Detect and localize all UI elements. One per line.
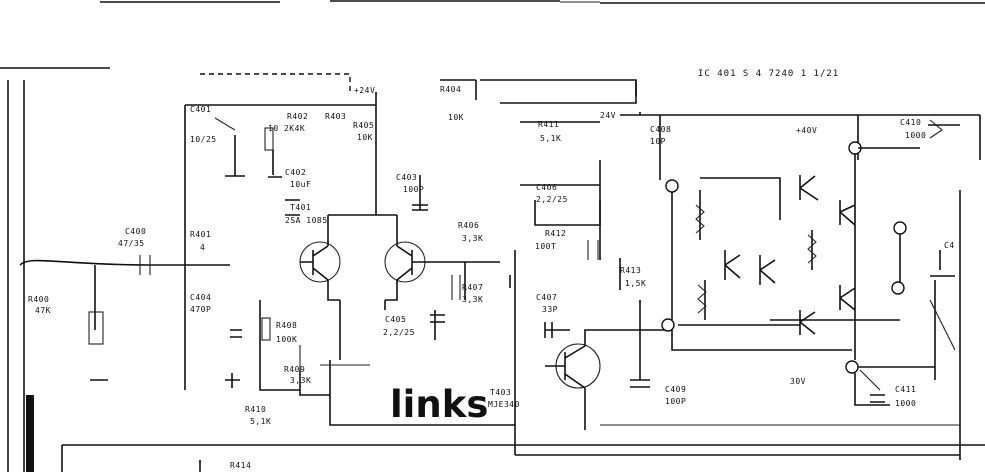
label-c406-val: 2,2/25 <box>536 195 568 204</box>
label-c401-val: 10/25 <box>190 135 217 144</box>
label-c407: C407 <box>536 293 557 302</box>
label-r410: R410 <box>245 405 266 414</box>
label-t401: T401 <box>290 203 311 212</box>
label-t401-type: 2SA 1085 <box>285 216 328 225</box>
label-r402b: 10 2K4K <box>268 124 305 133</box>
label-r406: R406 <box>458 221 479 230</box>
label-c409-val: 100P <box>665 397 686 406</box>
label-t403: T403 <box>490 388 511 397</box>
label-v40: +40V <box>796 126 817 135</box>
label-r410-val: 5,1K <box>250 417 271 426</box>
label-c410-val: 1000 <box>905 131 926 140</box>
label-out: C4 <box>944 241 955 250</box>
label-r413: R413 <box>620 266 641 275</box>
label-r404-val: 10K <box>448 113 464 122</box>
label-r407-val: 3,3K <box>462 295 483 304</box>
input-resistor <box>88 311 104 345</box>
label-r401-val: 4 <box>200 243 205 252</box>
label-c411: C411 <box>895 385 916 394</box>
header-code: IC 401 S 4 7240 1 1/21 <box>698 69 839 79</box>
label-r406-val: 3,3K <box>462 234 483 243</box>
label-c406: C406 <box>536 183 557 192</box>
label-cin: C400 <box>125 227 146 236</box>
label-c403-val: 100P <box>403 185 424 194</box>
channel-label: links <box>390 383 488 426</box>
label-c408: C408 <box>650 125 671 134</box>
label-r411-val: 5,1K <box>540 134 561 143</box>
label-c405-val: 2,2/25 <box>383 328 415 337</box>
label-c411-val: 1000 <box>895 399 916 408</box>
label-r409-val: 3,3K <box>290 376 311 385</box>
label-v24-b: 24V <box>600 111 616 120</box>
label-c401: C401 <box>190 105 211 114</box>
label-r407: R407 <box>462 283 483 292</box>
label-r408: R408 <box>276 321 297 330</box>
label-rin-val: 47K <box>35 306 51 315</box>
label-r412: R412 <box>545 229 566 238</box>
label-c407-val: 33P <box>542 305 558 314</box>
frame-bar <box>26 395 34 472</box>
label-cin-val: 47/35 <box>118 239 145 248</box>
label-r403: R403 <box>325 112 346 121</box>
label-r405: R405 <box>353 121 374 130</box>
label-r413-val: 1,5K <box>625 279 646 288</box>
label-v30: 30V <box>790 377 806 386</box>
label-bottom: R414 <box>230 461 251 470</box>
label-c403: C403 <box>396 173 417 182</box>
label-c402: C402 <box>285 168 306 177</box>
label-c404: C404 <box>190 293 211 302</box>
label-r405-val: 10K <box>357 133 373 142</box>
label-rin: R400 <box>28 295 49 304</box>
label-c410: C410 <box>900 118 921 127</box>
label-c402-val: 10uF <box>290 180 311 189</box>
label-r408-val: 100K <box>276 335 297 344</box>
label-t403-type: MJE340 <box>488 400 520 409</box>
label-r404: R404 <box>440 85 461 94</box>
label-r412-val: 100T <box>535 242 556 251</box>
label-c408-val: 10P <box>650 137 666 146</box>
label-r411: R411 <box>538 120 559 129</box>
label-c409: C409 <box>665 385 686 394</box>
label-v24: +24V <box>354 86 375 95</box>
label-c405: C405 <box>385 315 406 324</box>
label-c404-val: 470P <box>190 305 211 314</box>
label-r409: R409 <box>284 365 305 374</box>
label-r402: R402 <box>287 112 308 121</box>
label-r401: R401 <box>190 230 211 239</box>
